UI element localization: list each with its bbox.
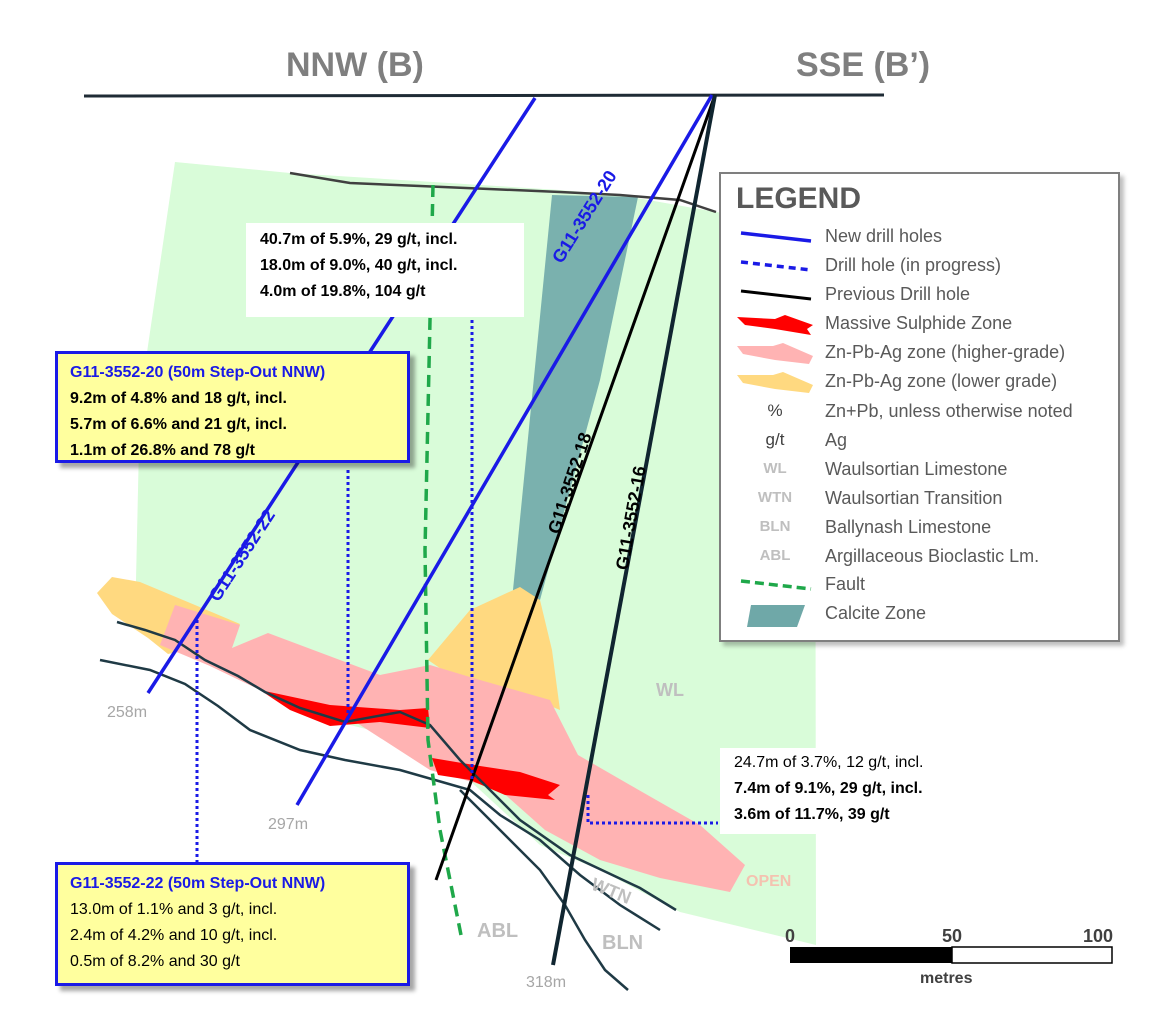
legend-item-zn-pb: % Zn+Pb, unless otherwise noted	[721, 399, 1116, 427]
calcite-zone	[512, 195, 638, 600]
legend-label: Waulsortian Limestone	[825, 459, 1008, 479]
massive-sulphide-zone-1	[260, 690, 430, 728]
legend-item-massive-sulphide: Massive Sulphide Zone	[721, 311, 1116, 339]
result-box-20-line-1: 9.2m of 4.8% and 18 g/t, incl.	[70, 390, 287, 407]
legend-title: LEGEND	[736, 182, 862, 215]
legend-label: Zn+Pb, unless otherwise noted	[825, 401, 1073, 421]
result-box-hole-20: G11-3552-20 (50m Step-Out NNW) 9.2m of 4…	[55, 351, 410, 463]
result-box-22-line-1: 13.0m of 1.1% and 3 g/t, incl.	[70, 901, 278, 918]
section-top-line	[83, 93, 885, 98]
drill-hole-16	[551, 94, 717, 966]
teal-shape-icon	[747, 605, 805, 627]
legend-item-new-drill-holes: New drill holes	[721, 224, 1116, 252]
legend-label: Zn-Pb-Ag zone (lower grade)	[825, 371, 1058, 391]
scale-unit: metres	[920, 970, 973, 987]
intercept-top-line-2: 18.0m of 9.0%, 40 g/t, incl.	[260, 257, 458, 274]
contact-line-lower	[99, 658, 661, 932]
intercept-right-line-2: 7.4m of 9.1%, 29 g/t, incl.	[734, 780, 923, 797]
legend-label: Calcite Zone	[825, 603, 927, 623]
legend-item-lower-grade: Zn-Pb-Ag zone (lower grade)	[721, 369, 1116, 397]
result-box-20-line-2: 5.7m of 6.6% and 21 g/t, incl.	[70, 416, 287, 433]
leader-right	[586, 795, 718, 825]
blue-solid-line-icon	[740, 231, 812, 243]
contact-line-upper	[116, 620, 677, 912]
intercept-box-top: 40.7m of 5.9%, 29 g/t, incl. 18.0m of 9.…	[246, 223, 524, 317]
legend-label: Zn-Pb-Ag zone (higher-grade)	[825, 342, 1066, 362]
legend-item-higher-grade: Zn-Pb-Ag zone (higher-grade)	[721, 340, 1116, 368]
result-box-22-header: G11-3552-22 (50m Step-Out NNW)	[70, 875, 326, 892]
red-shape-icon	[737, 315, 813, 335]
result-box-20-header: G11-3552-20 (50m Step-Out NNW)	[70, 364, 326, 381]
depth-297: 297m	[268, 816, 309, 833]
intercept-right-line-3: 3.6m of 11.7%, 39 g/t	[734, 806, 890, 823]
scale-tick-50: 50	[942, 926, 963, 946]
result-box-hole-22: G11-3552-22 (50m Step-Out NNW) 13.0m of …	[55, 862, 410, 986]
pink-shape-icon	[737, 343, 813, 364]
zone-label-abl: ABL	[477, 920, 519, 942]
intercept-box-right: 24.7m of 3.7%, 12 g/t, incl. 7.4m of 9.1…	[720, 748, 990, 834]
legend-label: Ag	[825, 430, 848, 450]
result-box-20-line-3: 1.1m of 26.8% and 78 g/t	[70, 442, 255, 459]
result-box-22-line-3: 0.5m of 8.2% and 30 g/t	[70, 953, 240, 970]
yellow-shape-icon	[737, 372, 813, 393]
legend-label: New drill holes	[825, 226, 943, 246]
higher-grade-zone	[160, 605, 745, 892]
legend-abbr: WTN	[757, 489, 793, 506]
depth-318: 318m	[526, 974, 567, 991]
intercept-right-line-1: 24.7m of 3.7%, 12 g/t, incl.	[734, 754, 924, 771]
legend-item-wtn: WTN Waulsortian Transition	[721, 486, 1116, 514]
title-nnw: NNW (B)	[286, 46, 424, 84]
legend-abbr: BLN	[759, 518, 791, 535]
title-sse: SSE (B’)	[796, 46, 931, 84]
legend-label: Massive Sulphide Zone	[825, 313, 1013, 333]
legend-abbr: ABL	[759, 547, 791, 564]
legend-abbr: WL	[763, 460, 787, 477]
zone-label-wl: WL	[656, 680, 684, 700]
intercept-top-line-3: 4.0m of 19.8%, 104 g/t	[260, 283, 426, 300]
blue-dashed-line-icon	[740, 260, 812, 272]
black-line-icon	[740, 289, 812, 301]
legend-item-drill-hole-in-progress: Drill hole (in progress)	[721, 253, 1116, 281]
drill-hole-20	[295, 94, 714, 806]
legend-item-fault: Fault	[721, 572, 1116, 600]
scale-bar-filled	[790, 947, 952, 963]
legend-item-abl: ABL Argillaceous Bioclastic Lm.	[721, 544, 1116, 572]
massive-sulphide-zone-2	[432, 758, 560, 800]
intercept-top-line-1: 40.7m of 5.9%, 29 g/t, incl.	[260, 231, 458, 248]
legend-label: Argillaceous Bioclastic Lm.	[825, 546, 1040, 566]
legend-label: Waulsortian Transition	[825, 488, 1003, 508]
drill-hole-18	[434, 94, 717, 881]
legend-item-calcite: Calcite Zone	[721, 601, 1116, 629]
zone-label-bln: BLN	[602, 932, 644, 954]
lower-grade-zone-central	[428, 587, 560, 710]
legend-abbr: %	[767, 401, 783, 420]
legend: LEGEND New drill holes Drill hole (in pr…	[719, 172, 1120, 642]
scale-tick-100: 100	[1083, 926, 1114, 946]
legend-label: Fault	[825, 574, 866, 594]
legend-label: Ballynash Limestone	[825, 517, 992, 537]
zone-label-open: OPEN	[746, 873, 792, 890]
scale-bar-empty	[951, 946, 1113, 964]
legend-item-previous-drill-hole: Previous Drill hole	[721, 282, 1116, 310]
legend-item-wl: WL Waulsortian Limestone	[721, 457, 1116, 485]
fault-line	[423, 184, 464, 941]
depth-258: 258m	[107, 704, 148, 721]
legend-item-ag: g/t Ag	[721, 428, 1116, 456]
green-dashed-line-icon	[740, 579, 812, 591]
scale-tick-0: 0	[785, 926, 796, 946]
result-box-22-line-2: 2.4m of 4.2% and 10 g/t, incl.	[70, 927, 278, 944]
legend-label: Previous Drill hole	[825, 284, 971, 304]
ground-surface-line	[289, 171, 717, 214]
legend-item-bln: BLN Ballynash Limestone	[721, 515, 1116, 543]
legend-label: Drill hole (in progress)	[825, 255, 1002, 275]
legend-abbr: g/t	[765, 430, 785, 449]
